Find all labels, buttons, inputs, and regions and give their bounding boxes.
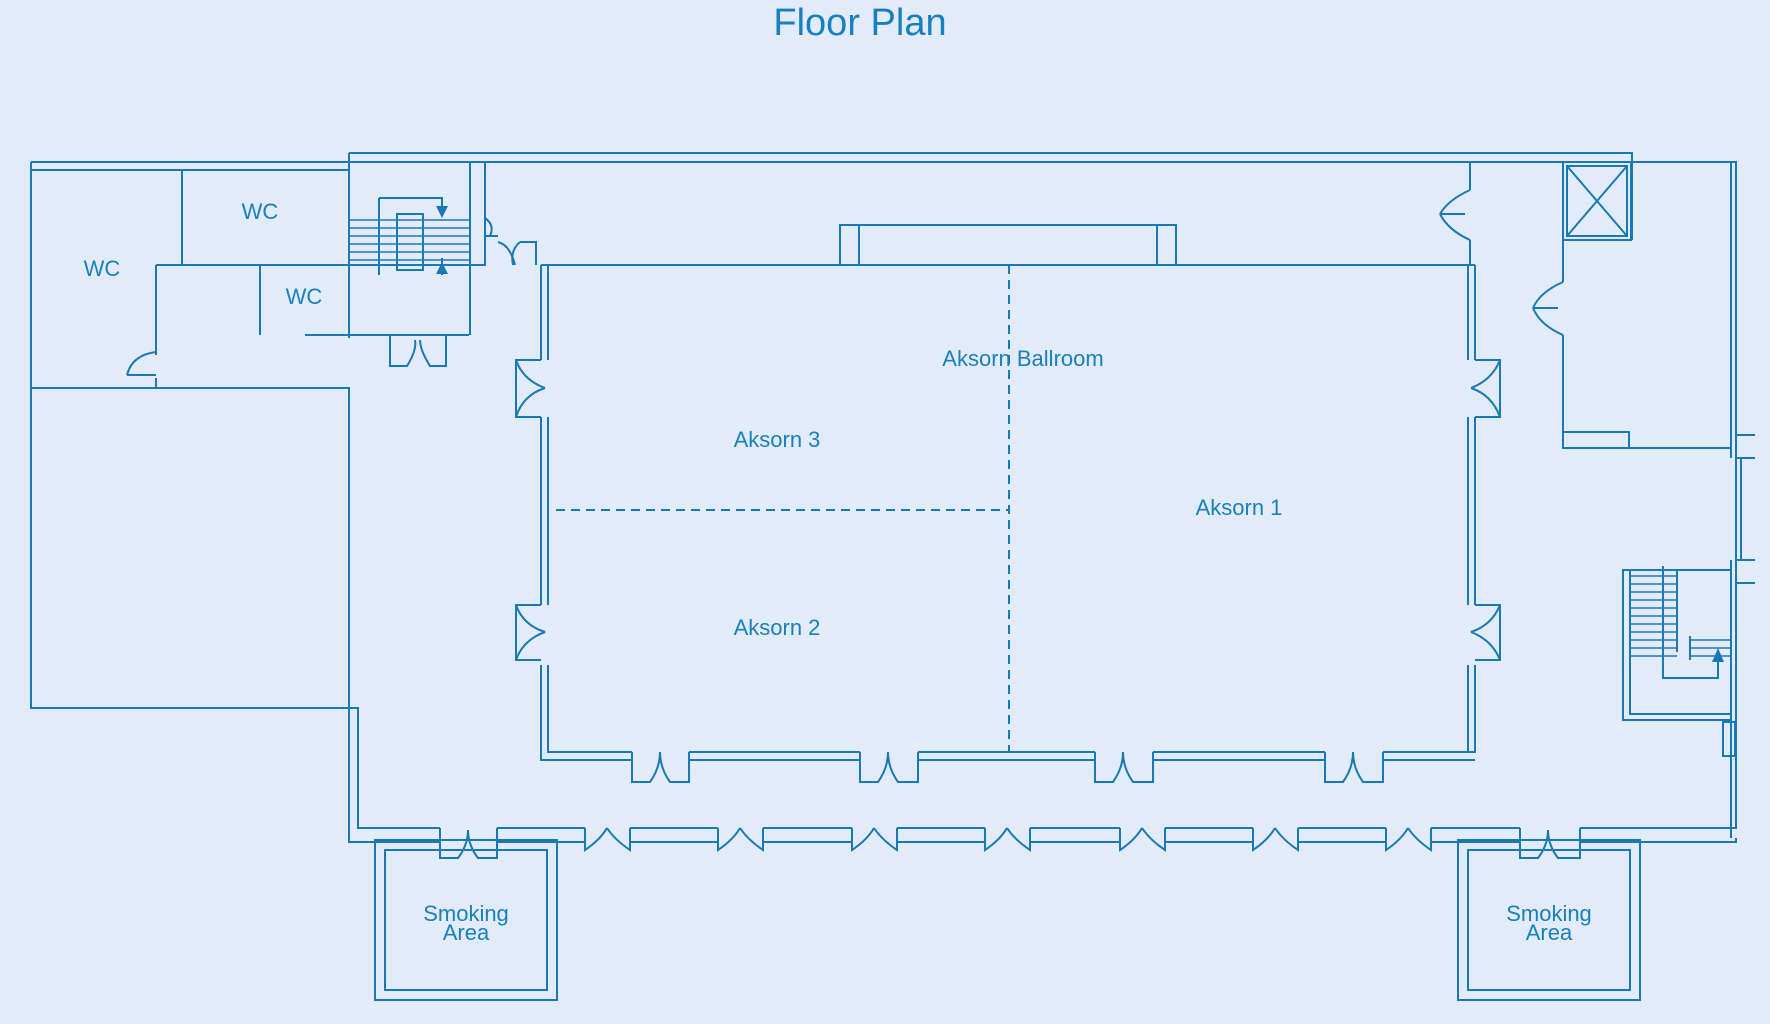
room-label-smoking-left-line-1: Smoking [423, 901, 509, 926]
room-label-smoking-right-line-1: Smoking [1506, 901, 1592, 926]
stair-right [1622, 566, 1736, 757]
page-title: Floor Plan [773, 2, 947, 44]
smoking-area-right-walls [1457, 828, 1641, 1001]
building-outline [30, 152, 1755, 838]
room-label-wc-1: WC [242, 199, 279, 224]
wc-block [31, 170, 486, 708]
room-label-wc-3: WC [286, 284, 323, 309]
room-label-ballroom: Aksorn Ballroom [942, 346, 1103, 371]
ballroom-doors [515, 359, 1501, 783]
door-top-corridor [484, 217, 537, 266]
room-label-aksorn-2: Aksorn 2 [734, 615, 821, 640]
smoking-area-left-walls [374, 828, 558, 1001]
right-wing [1439, 161, 1731, 449]
room-label-smoking-right-line-2: Area [1526, 920, 1573, 945]
room-label-wc-2: WC [84, 256, 121, 281]
ballroom-walls [540, 224, 1476, 761]
lower-corridor [348, 707, 1737, 852]
room-label-aksorn-1: Aksorn 1 [1196, 495, 1283, 520]
stair-top-left [349, 162, 486, 367]
room-label-smoking-left-line-2: Area [443, 920, 490, 945]
room-label-aksorn-3: Aksorn 3 [734, 427, 821, 452]
